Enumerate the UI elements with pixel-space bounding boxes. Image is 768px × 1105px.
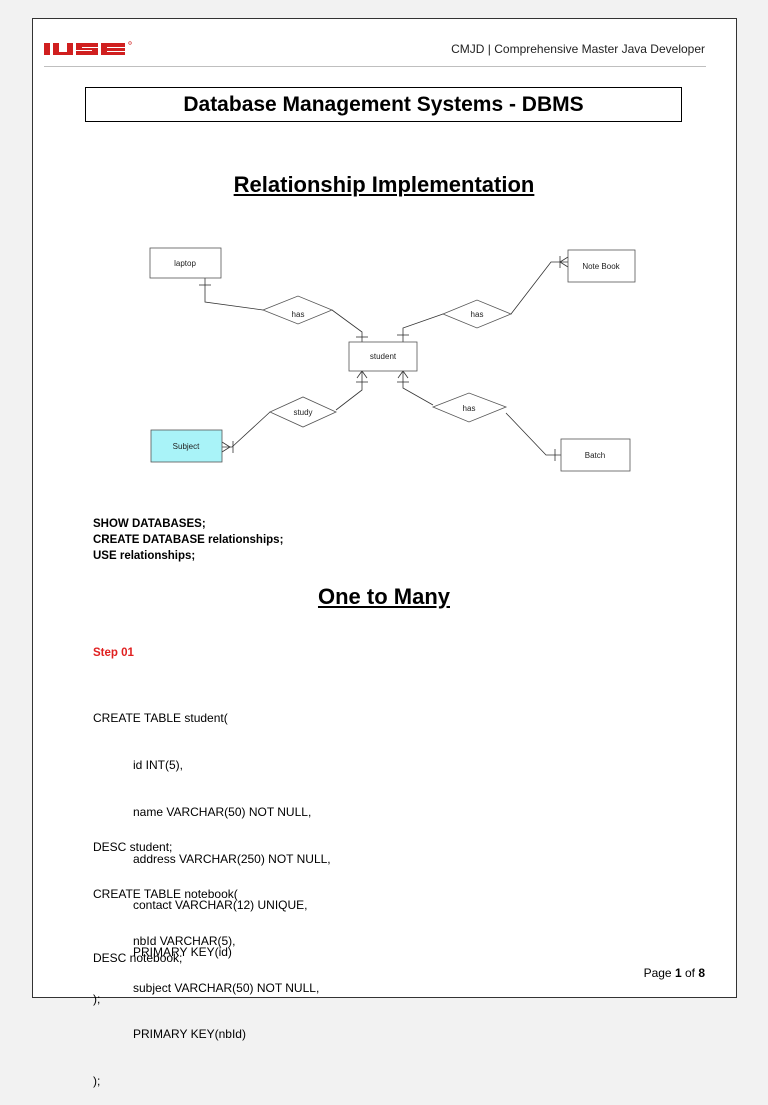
relation-laptop-has [261,295,334,325]
entity-batch [560,438,631,472]
document-title: Database Management Systems - DBMS [183,92,584,116]
entity-notebook-label: Note Book [582,262,620,271]
entity-student-label: student [370,352,397,361]
section-heading-one-to-many: One to Many [317,584,450,609]
code-line: PRIMARY KEY(nbId) [93,1027,246,1042]
relation-batch-has [431,392,508,423]
entity-student [348,341,418,372]
relation-notebook-has-label: has [471,310,484,319]
connector-student-has-batch [402,371,434,406]
page-total: 8 [698,966,705,980]
connector-student-study [335,371,363,411]
code-line: subject VARCHAR(50) NOT NULL, [93,980,320,995]
relation-batch-has-label: has [463,404,476,413]
code-line: PRIMARY KEY(id) [93,945,232,960]
entity-subject-label: Subject [173,442,200,451]
code-block-create-student: CREATE TABLE student( id INT(5), name VA… [93,680,331,1023]
code-line: CREATE TABLE notebook( [93,886,238,901]
page-prefix: Page [643,966,675,980]
page-number: Page 1 of 8 [644,966,705,980]
code-block-desc-notebook: DESC notebook; [93,920,182,982]
page-of: of [681,966,699,980]
code-line: DESC notebook; [93,951,183,966]
connector-has-student-left [331,309,363,342]
connector-student-has-right [402,313,444,342]
relation-study [269,396,337,428]
entity-laptop [149,247,222,279]
code-line: DESC student; [93,840,173,855]
connector-study-subject [222,411,271,448]
code-line: ); [93,1074,101,1089]
relation-laptop-has-label: has [292,310,305,319]
entity-laptop-label: laptop [174,259,196,268]
page-current: 1 [674,966,682,980]
connector-has-notebook [510,261,568,315]
relation-study-label: study [293,408,312,417]
title-box: Database Management Systems - DBMS [85,87,682,122]
code-line: contact VARCHAR(12) UNIQUE, [93,898,308,913]
command-line: USE relationships; [93,550,196,562]
entity-subject [150,429,223,463]
code-line: id INT(5), [93,757,184,772]
document-page [32,18,737,998]
code-line: CREATE TABLE student( [93,711,228,726]
command-line: SHOW DATABASES; [93,518,206,530]
setup-commands: SHOW DATABASES; CREATE DATABASE relation… [93,516,283,564]
code-line: nbId VARCHAR(5), [93,933,236,948]
code-line: ); [93,991,101,1006]
header-divider [44,66,706,67]
entity-notebook [567,249,636,283]
er-diagram: laptop Note Book student Subject Batch h… [149,247,636,472]
code-line: address VARCHAR(250) NOT NULL, [93,851,331,866]
command-line: CREATE DATABASE relationships; [93,534,284,546]
step-label: Step 01 [93,647,134,659]
ijse-logo [44,41,132,55]
code-line: name VARCHAR(50) NOT NULL, [93,804,312,819]
section-heading-relationship: Relationship Implementation [233,172,535,197]
course-title: CMJD | Comprehensive Master Java Develop… [451,42,705,56]
entity-batch-label: Batch [585,451,605,460]
connector-laptop-has [204,278,264,311]
relation-notebook-has [441,299,513,329]
connector-has-batch [505,412,561,456]
